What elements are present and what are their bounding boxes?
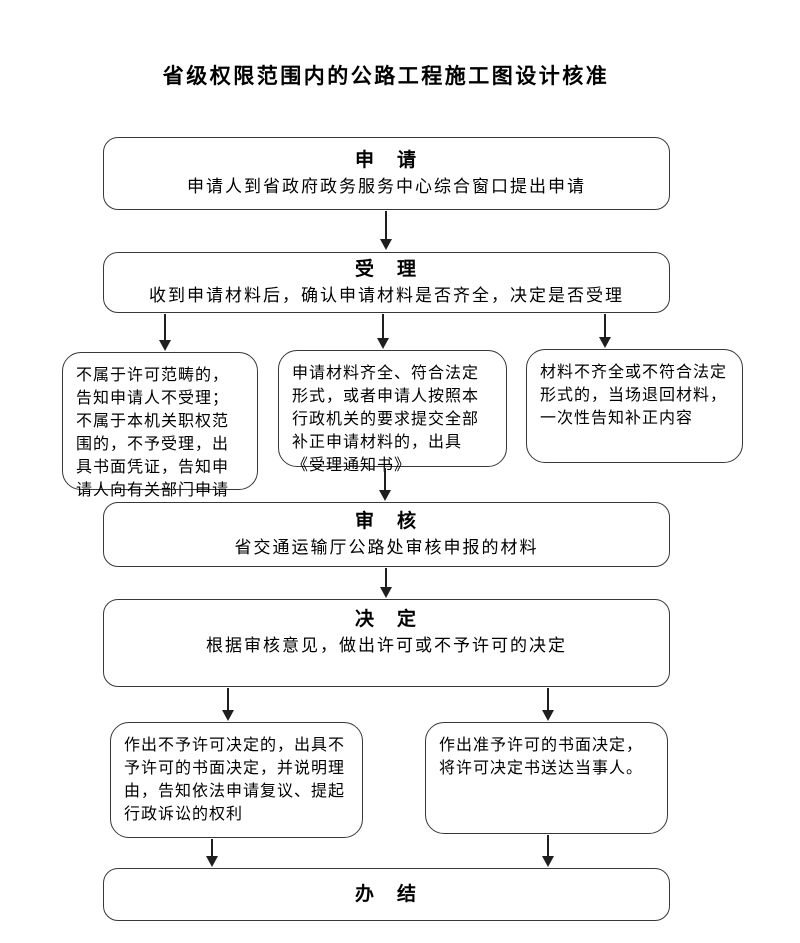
arrow-head-icon — [158, 340, 171, 351]
node-grant-decision-body: 作出准予许可的书面决定，将许可决定书送达当事人。 — [439, 737, 644, 777]
arrow-shaft — [227, 688, 229, 719]
flow-node-not-accepted: 不属于许可范畴的，告知申请人不受理；不属于本机关职权范围的，不予受理，出具书面凭… — [62, 352, 258, 499]
arrow-shaft — [211, 839, 213, 865]
node-not-accepted-body: 不属于许可范畴的，告知申请人不受理；不属于本机关职权范围的，不予受理，出具书面凭… — [76, 367, 230, 499]
node-accept-heading: 受 理 — [354, 258, 418, 280]
flow-node-complete: 办 结 — [103, 868, 670, 921]
node-apply-heading: 申 请 — [354, 149, 418, 171]
flow-node-accept: 受 理 收到申请材料后，确认申请材料是否齐全，决定是否受理 — [103, 252, 670, 313]
arrow-head-icon — [376, 338, 389, 349]
node-complete-heading: 办 结 — [354, 883, 418, 905]
node-apply-body: 申请人到省政府政务服务中心综合窗口提出申请 — [187, 176, 586, 196]
page-title: 省级权限范围内的公路工程施工图设计核准 — [162, 65, 610, 88]
node-accept-body: 收到申请材料后，确认申请材料是否齐全，决定是否受理 — [149, 285, 624, 305]
arrow-head-icon — [221, 710, 234, 721]
node-review-body: 省交通运输厅公路处审核申报的材料 — [234, 537, 539, 557]
flow-node-decision: 决 定 根据审核意见，做出许可或不予许可的决定 — [103, 599, 670, 687]
arrow-head-icon — [598, 337, 611, 348]
arrow-shaft — [547, 835, 549, 865]
node-accept-notice-body: 申请材料齐全、符合法定形式，或者申请人按照本行政机关的要求提交全部补正申请材料的… — [292, 365, 480, 474]
arrow-shaft — [385, 568, 387, 596]
flow-node-review: 审 核 省交通运输厅公路处审核申报的材料 — [103, 502, 670, 567]
node-review-heading: 审 核 — [354, 510, 418, 532]
flow-node-return-materials: 材料不齐全或不符合法定形式的，当场退回材料，一次性告知补正内容 — [526, 349, 743, 463]
flow-node-deny-decision: 作出不予许可决定的，出具不予许可的书面决定，并说明理由，告知依法申请复议、提起行… — [110, 722, 363, 838]
node-decision-heading: 决 定 — [354, 609, 418, 630]
node-return-materials-body: 材料不齐全或不符合法定形式的，当场退回材料，一次性告知补正内容 — [540, 364, 728, 427]
arrow-shaft — [547, 688, 549, 719]
node-deny-decision-body: 作出不予许可决定的，出具不予许可的书面决定，并说明理由，告知依法申请复议、提起行… — [124, 737, 346, 823]
arrow-head-icon — [379, 239, 392, 250]
arrow-shaft — [604, 314, 606, 346]
arrow-head-icon — [541, 710, 554, 721]
flow-node-apply: 申 请 申请人到省政府政务服务中心综合窗口提出申请 — [103, 137, 670, 210]
arrow-shaft — [385, 211, 387, 248]
arrow-shaft — [384, 468, 386, 499]
node-decision-body: 根据审核意见，做出许可或不予许可的决定 — [206, 636, 567, 655]
arrow-shaft — [164, 314, 166, 349]
arrow-head-icon — [379, 587, 392, 598]
arrow-head-icon — [378, 490, 391, 501]
flow-node-accept-notice: 申请材料齐全、符合法定形式，或者申请人按照本行政机关的要求提交全部补正申请材料的… — [278, 350, 507, 474]
arrow-head-icon — [205, 856, 218, 867]
arrow-head-icon — [541, 856, 554, 867]
arrow-shaft — [382, 314, 384, 347]
flow-node-grant-decision: 作出准予许可的书面决定，将许可决定书送达当事人。 — [425, 722, 668, 834]
